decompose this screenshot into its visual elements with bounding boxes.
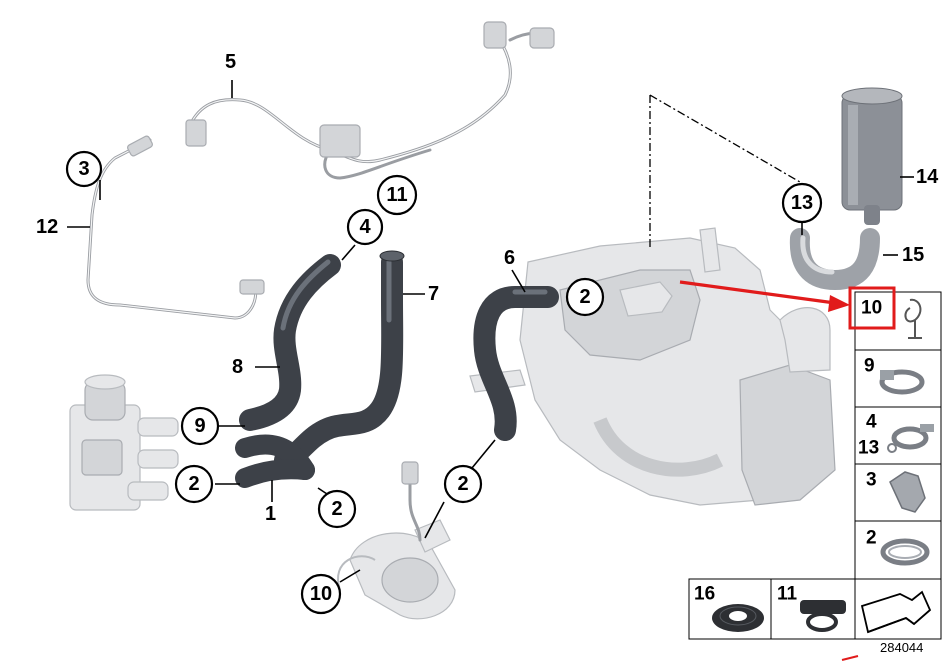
band-clamp-icon (880, 538, 930, 566)
cable-holder-icon (800, 600, 846, 632)
label-8: 8 (232, 356, 243, 378)
hose-1 (235, 434, 315, 488)
svg-text:2: 2 (579, 286, 590, 308)
svg-text:11: 11 (386, 184, 407, 206)
callout-11: 11 (376, 174, 418, 216)
label-5: 5 (225, 51, 236, 73)
svg-text:10: 10 (310, 583, 332, 605)
svg-text:16: 16 (694, 584, 715, 605)
reference-dashline (649, 94, 801, 248)
callout-2-left: 2 (174, 464, 214, 504)
callout-13: 13 (781, 182, 823, 224)
legend-cell-4-13: 4 13 (858, 412, 934, 459)
holder-clip-icon (889, 471, 926, 513)
svg-text:3: 3 (866, 470, 877, 491)
label-6: 6 (504, 247, 515, 269)
svg-text:13: 13 (791, 192, 813, 214)
clip-icon (904, 298, 922, 339)
callout-2-mid: 2 (317, 489, 357, 529)
svg-text:9: 9 (194, 415, 205, 437)
legend-cell-11: 11 (777, 584, 846, 632)
hose-7 (274, 250, 405, 471)
svg-text:2: 2 (457, 473, 468, 495)
reference-number: 284044 (880, 640, 923, 655)
callout-3: 3 (65, 150, 103, 188)
coolant-pipe (86, 135, 265, 320)
callout-2-top: 2 (565, 277, 605, 317)
label-7: 7 (428, 283, 439, 305)
label-14: 14 (916, 166, 939, 188)
svg-text:11: 11 (777, 584, 798, 605)
callout-4: 4 (346, 208, 384, 246)
legend-cell-arrow (860, 590, 932, 634)
label-15: 15 (902, 244, 924, 266)
legend-cell-3: 3 (866, 470, 926, 513)
canister-14 (841, 87, 903, 225)
svg-text:2: 2 (866, 528, 877, 549)
svg-text:3: 3 (78, 158, 89, 180)
water-valve (69, 374, 179, 511)
legend-cell-16: 16 (694, 584, 764, 632)
highlight-arrow (679, 280, 850, 312)
svg-text:2: 2 (331, 498, 342, 520)
svg-text:9: 9 (864, 356, 875, 377)
heater-housing (469, 227, 836, 506)
svg-text:10: 10 (861, 298, 882, 319)
hose-clamp-icon (879, 369, 925, 395)
wiring-harness (185, 21, 555, 180)
label-12: 12 (36, 216, 58, 238)
hose-15 (789, 228, 880, 291)
callout-9: 9 (180, 406, 220, 446)
legend-cell-10: 10 (848, 286, 922, 339)
callout-2-center: 2 (443, 464, 483, 504)
tape-roll-icon (712, 604, 764, 632)
callout-10-pump: 10 (300, 573, 342, 615)
svg-text:13: 13 (858, 438, 879, 459)
legend-cell-2: 2 (866, 528, 930, 566)
legend-cell-9: 9 (864, 356, 925, 395)
spring-clamp-icon (887, 424, 934, 453)
hose-6 (473, 286, 559, 441)
label-1: 1 (265, 503, 276, 525)
svg-text:2: 2 (188, 473, 199, 495)
svg-text:4: 4 (359, 216, 371, 238)
water-pump (337, 461, 456, 620)
hose-8 (239, 254, 341, 431)
red-corner-mark (841, 655, 859, 661)
svg-text:4: 4 (866, 412, 877, 433)
